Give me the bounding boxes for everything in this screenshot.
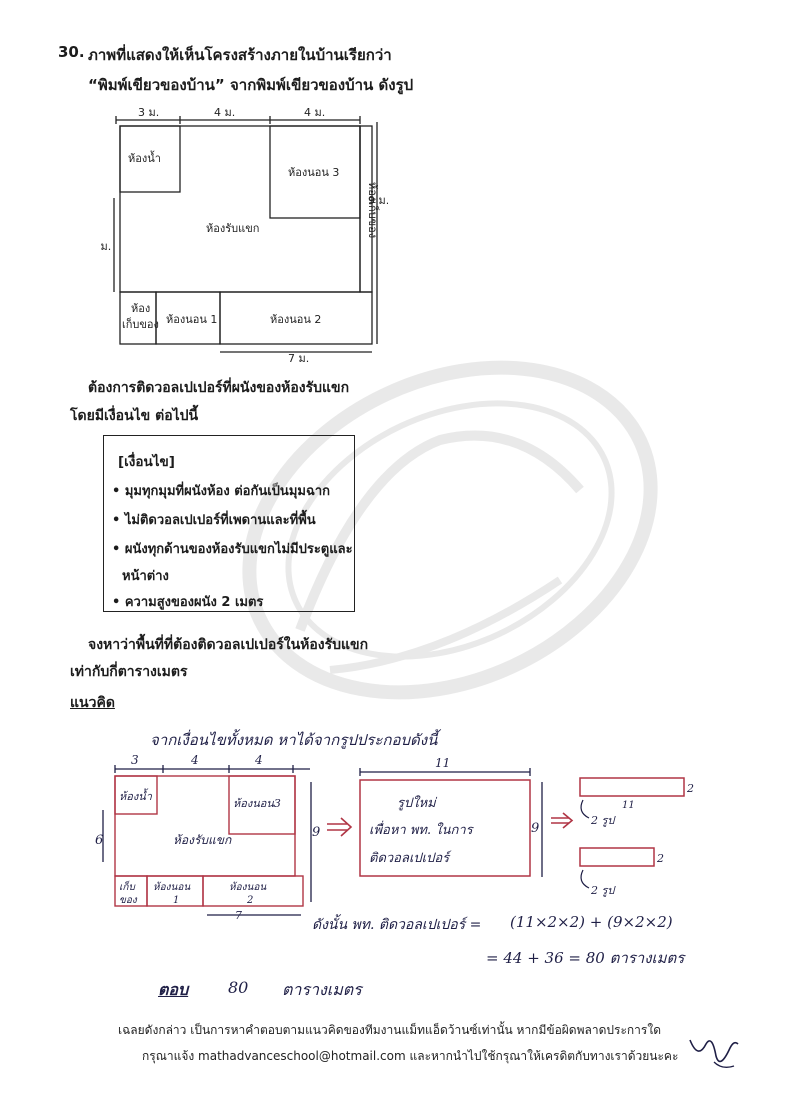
sketch-dim-left: 6 bbox=[95, 833, 103, 848]
question-number: 30. bbox=[58, 43, 85, 61]
sketch-bedroom2-line2: 2 bbox=[246, 895, 253, 906]
answer-value: 80 bbox=[228, 978, 249, 997]
strip1-note: 2 รูป bbox=[590, 814, 616, 827]
sketch-room-bathroom: ห้องน้ำ bbox=[119, 788, 153, 803]
calc-line2: = 44 + 36 = 80 ตารางเมตร bbox=[486, 949, 685, 967]
newshape-dim-right: 9 bbox=[531, 821, 539, 836]
condition-item-3: • ผนังทุกด้านของห้องรับแขกไม่มีประตูและ bbox=[112, 542, 353, 557]
room-storage-line1: ห้อง bbox=[131, 302, 150, 315]
room-bedroom-1: ห้องนอน 1 bbox=[166, 313, 217, 326]
house-blueprint-plan: 3 ม. 4 ม. 4 ม. 9 ม. 6 ม. 7 ม. ห้องน้ำ ห้… bbox=[98, 106, 388, 362]
dim-top-a: 3 ม. bbox=[138, 106, 159, 119]
room-storage-line2: เก็บของ bbox=[122, 317, 159, 331]
sketch-dim-bottom: 7 bbox=[235, 909, 242, 920]
strip1-height: 2 bbox=[686, 782, 694, 795]
sketch-room-living: ห้องรับแขก bbox=[173, 833, 232, 847]
calc-line1-prefix: ดังนั้น พท. ติดวอลเปเปอร์ = bbox=[312, 917, 482, 933]
strip2-note: 2 รูป bbox=[590, 884, 616, 897]
task-line2: โดยมีเงื่อนไข ต่อไปนี้ bbox=[70, 408, 199, 424]
sketch-dim-top-a: 3 bbox=[131, 753, 139, 767]
conditions-title: [เงื่อนไข] bbox=[118, 454, 175, 470]
strip2-height: 2 bbox=[656, 852, 664, 865]
strip1-length: 11 bbox=[622, 800, 635, 811]
dim-left: 6 ม. bbox=[98, 240, 111, 253]
sketch-bedroom1-line1: ห้องนอน bbox=[153, 881, 191, 893]
dim-bottom: 7 ม. bbox=[288, 352, 309, 362]
room-storage-vertical: ห้องเก็บของ bbox=[366, 182, 380, 238]
dim-top-b: 4 ม. bbox=[214, 106, 235, 119]
newshape-line1: รูปใหม่ bbox=[397, 795, 438, 811]
room-living: ห้องรับแขก bbox=[206, 222, 259, 235]
ask-line2: เท่ากับกี่ตารางเมตร bbox=[70, 664, 188, 680]
solution-heading: แนวคิด bbox=[70, 695, 115, 711]
condition-item-1: • มุมทุกมุมที่ผนังห้อง ต่อกันเป็นมุมฉาก bbox=[112, 484, 330, 499]
sketch-storage-line1: เก็บ bbox=[119, 880, 136, 893]
room-bedroom-2: ห้องนอน 2 bbox=[270, 313, 321, 326]
newshape-line3: ติดวอลเปเปอร์ bbox=[369, 850, 452, 866]
calc-line1-expr: (11×2×2) + (9×2×2) bbox=[510, 913, 673, 931]
question-text-line2: “พิมพ์เขียวของบ้าน” จากพิมพ์เขียวของบ้าน… bbox=[88, 76, 414, 94]
sketch-dim-top-c: 4 bbox=[254, 753, 263, 767]
dim-right: 9 ม. bbox=[368, 194, 388, 207]
answer-unit: ตารางเมตร bbox=[282, 980, 362, 999]
dim-top-c: 4 ม. bbox=[304, 106, 325, 119]
conditions-box: [เงื่อนไข] • มุมทุกมุมที่ผนังห้อง ต่อกัน… bbox=[103, 435, 355, 612]
room-bathroom: ห้องน้ำ bbox=[128, 150, 161, 165]
newshape-dim-top: 11 bbox=[435, 756, 450, 770]
solution-intro: จากเงื่อนไขทั้งหมด หาได้จากรูปประกอบดังน… bbox=[150, 731, 438, 749]
room-bedroom-3: ห้องนอน 3 bbox=[288, 166, 339, 179]
condition-item-4: • ความสูงของผนัง 2 เมตร bbox=[112, 595, 264, 610]
answer-label: ตอบ bbox=[158, 980, 189, 999]
newshape-line2: เพื่อหา พท. ในการ bbox=[369, 820, 475, 838]
footer-line2: กรุณาแจ้ง mathadvanceschool@hotmail.com … bbox=[142, 1049, 679, 1063]
sketch-dim-right: 9 bbox=[312, 825, 320, 840]
sketch-storage-line2: ของ bbox=[119, 895, 138, 906]
signature-mark bbox=[689, 1039, 739, 1068]
ask-line1: จงหาว่าพื้นที่ที่ต้องติดวอลเปเปอร์ในห้อง… bbox=[88, 637, 369, 653]
solution-sketch: 3 4 4 6 9 7 ห้องน้ำ ห้องนอน3 ห้องรับแขก … bbox=[95, 753, 694, 920]
arrow-right-icon bbox=[327, 817, 353, 837]
sketch-room-bedroom-3: ห้องนอน3 bbox=[233, 797, 281, 810]
sketch-bedroom2-line1: ห้องนอน bbox=[229, 881, 267, 893]
condition-item-2: • ไม่ติดวอลเปเปอร์ที่เพดานและที่พื้น bbox=[112, 513, 316, 528]
sketch-bedroom1-line2: 1 bbox=[173, 895, 179, 906]
question-text-line1: ภาพที่แสดงให้เห็นโครงสร้างภายในบ้านเรียก… bbox=[88, 46, 392, 64]
footer-line1: เฉลยดังกล่าว เป็นการหาคำตอบตามแนวคิดของท… bbox=[118, 1023, 661, 1037]
condition-item-3-cont: หน้าต่าง bbox=[122, 569, 169, 584]
task-line1: ต้องการติดวอลเปเปอร์ที่ผนังของห้องรับแขก bbox=[88, 380, 350, 396]
arrow-right-icon bbox=[551, 812, 574, 829]
sketch-dim-top-b: 4 bbox=[190, 753, 199, 767]
